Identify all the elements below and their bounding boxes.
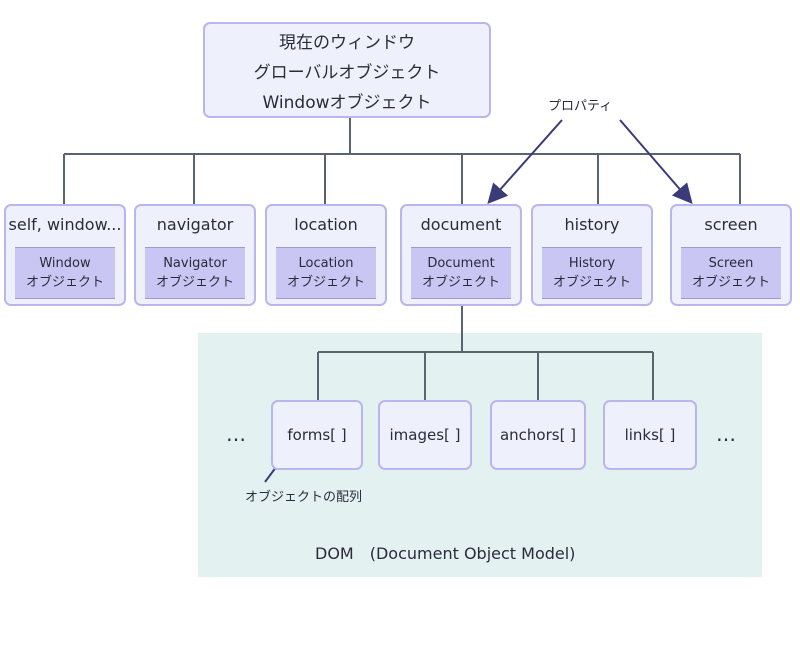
- root-line-2: グローバルオブジェクト: [253, 63, 441, 83]
- child-name: screen: [704, 216, 758, 234]
- child-navigator: navigator Navigator オブジェクト: [134, 204, 256, 306]
- property-arrow-screen: [619, 119, 693, 205]
- child-name: location: [294, 216, 358, 234]
- child-type: Screen: [708, 256, 754, 271]
- array-links: links[ ]: [603, 400, 697, 470]
- child-name: document: [420, 216, 502, 234]
- child-name: navigator: [156, 216, 234, 234]
- child-type: Document: [427, 256, 495, 271]
- child-object-label: History オブジェクト: [542, 247, 642, 299]
- child-name: history: [564, 216, 620, 234]
- child-type: Window: [39, 256, 91, 271]
- root-line-1: 現在のウィンドウ: [279, 33, 415, 53]
- child-kind: オブジェクト: [421, 275, 500, 290]
- child-kind: オブジェクト: [691, 275, 770, 290]
- child-object-label: Document オブジェクト: [411, 247, 511, 299]
- child-screen: screen Screen オブジェクト: [670, 204, 792, 306]
- child-location: location Location オブジェクト: [265, 204, 387, 306]
- child-kind: オブジェクト: [552, 275, 631, 290]
- array-anchors: anchors[ ]: [490, 400, 586, 470]
- child-type: Navigator: [163, 256, 227, 271]
- child-object-label: Navigator オブジェクト: [145, 247, 245, 299]
- child-object-label: Window オブジェクト: [15, 247, 115, 299]
- child-kind: オブジェクト: [25, 275, 104, 290]
- child-kind: オブジェクト: [286, 275, 365, 290]
- child-kind: オブジェクト: [155, 275, 234, 290]
- properties-label: プロパティ: [548, 99, 613, 114]
- ellipsis-right: …: [716, 422, 738, 446]
- window-object-box: 現在のウィンドウ グローバルオブジェクト Windowオブジェクト: [203, 22, 491, 118]
- child-object-label: Screen オブジェクト: [681, 247, 781, 299]
- ellipsis-left: …: [226, 422, 248, 446]
- child-history: history History オブジェクト: [531, 204, 653, 306]
- property-arrow-document: [487, 119, 563, 204]
- child-type: Location: [298, 256, 354, 271]
- child-document: document Document オブジェクト: [400, 204, 522, 306]
- child-type: History: [568, 256, 616, 271]
- array-note: オブジェクトの配列: [245, 490, 363, 505]
- child-name: self, window...: [8, 216, 122, 234]
- child-object-label: Location オブジェクト: [276, 247, 376, 299]
- root-line-3: Windowオブジェクト: [262, 93, 432, 113]
- child-self-window: self, window... Window オブジェクト: [4, 204, 126, 306]
- dom-label: DOM (Document Object Model): [315, 544, 576, 563]
- array-forms: forms[ ]: [271, 400, 363, 470]
- array-images: images[ ]: [378, 400, 472, 470]
